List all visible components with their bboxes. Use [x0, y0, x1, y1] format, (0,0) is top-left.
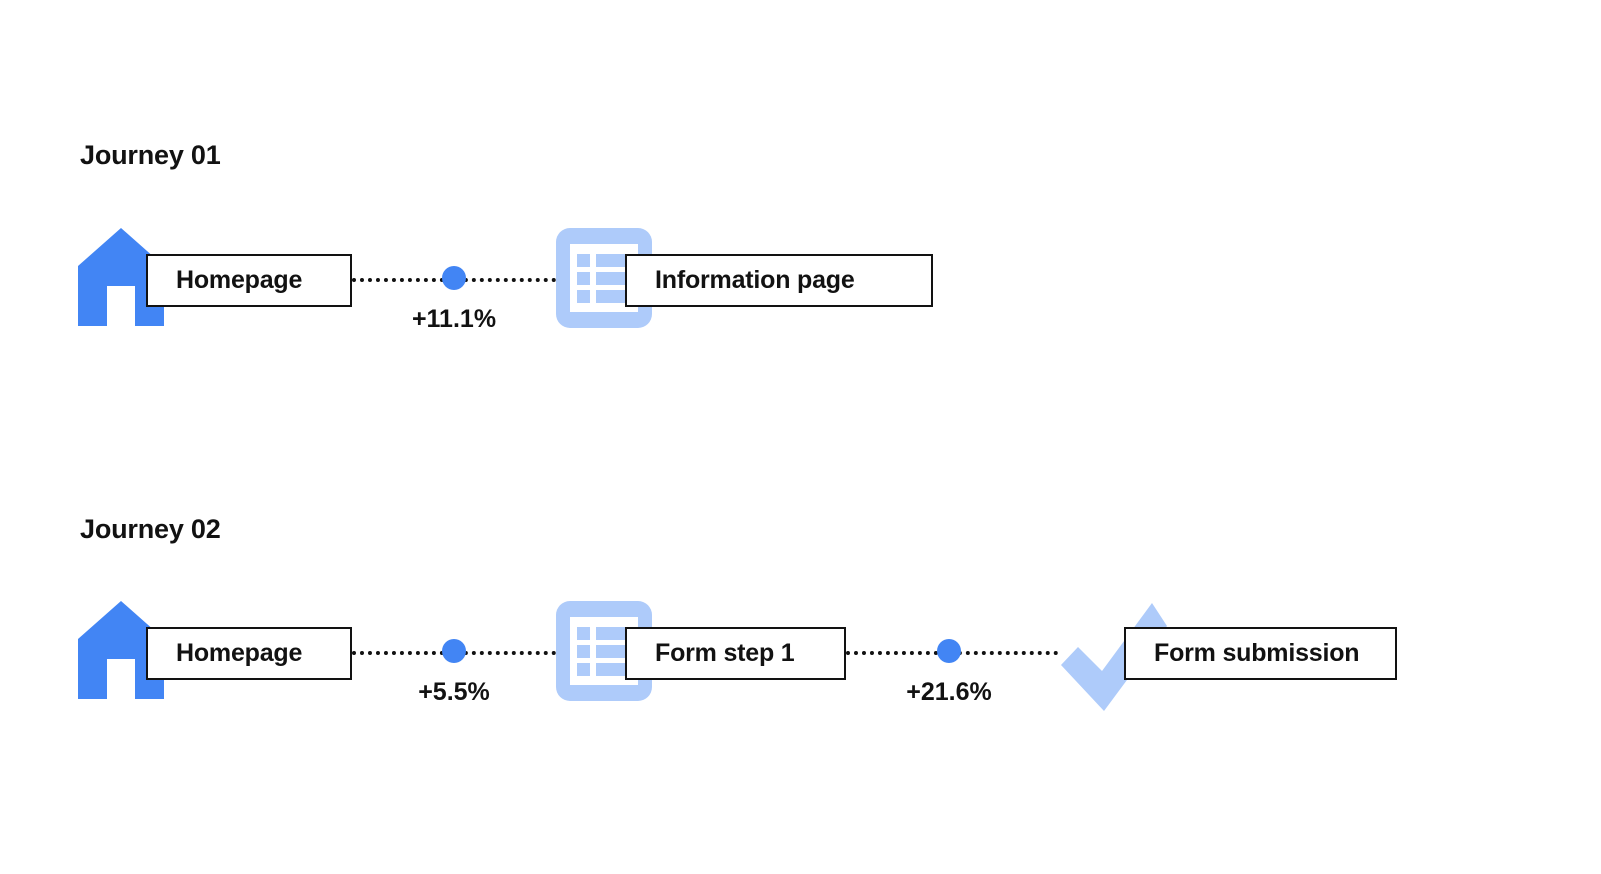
step-label: Form submission — [1154, 639, 1360, 667]
step-box-information-page[interactable]: Information page — [625, 254, 933, 307]
step-label: Form step 1 — [655, 639, 795, 667]
step-box-form-step-1[interactable]: Form step 1 — [625, 627, 846, 680]
transition-dot-j2-2[interactable] — [937, 639, 961, 663]
step-box-homepage-j2[interactable]: Homepage — [146, 627, 352, 680]
step-label: Homepage — [176, 639, 303, 667]
journey-02-title: Journey 02 — [80, 514, 221, 544]
journey-01-title: Journey 01 — [80, 140, 221, 170]
transition-percent-j2-1: +5.5% — [418, 678, 490, 706]
transition-dot-j1-1[interactable] — [442, 266, 466, 290]
home-icon — [78, 601, 164, 699]
step-label: Homepage — [176, 266, 303, 294]
transition-percent-j1-1: +11.1% — [411, 305, 497, 333]
step-box-form-submission[interactable]: Form submission — [1124, 627, 1397, 680]
step-box-homepage-j1[interactable]: Homepage — [146, 254, 352, 307]
step-label: Information page — [655, 266, 855, 294]
transition-percent-j2-2: +21.6% — [906, 678, 992, 706]
home-icon — [78, 228, 164, 326]
transition-dot-j2-1[interactable] — [442, 639, 466, 663]
